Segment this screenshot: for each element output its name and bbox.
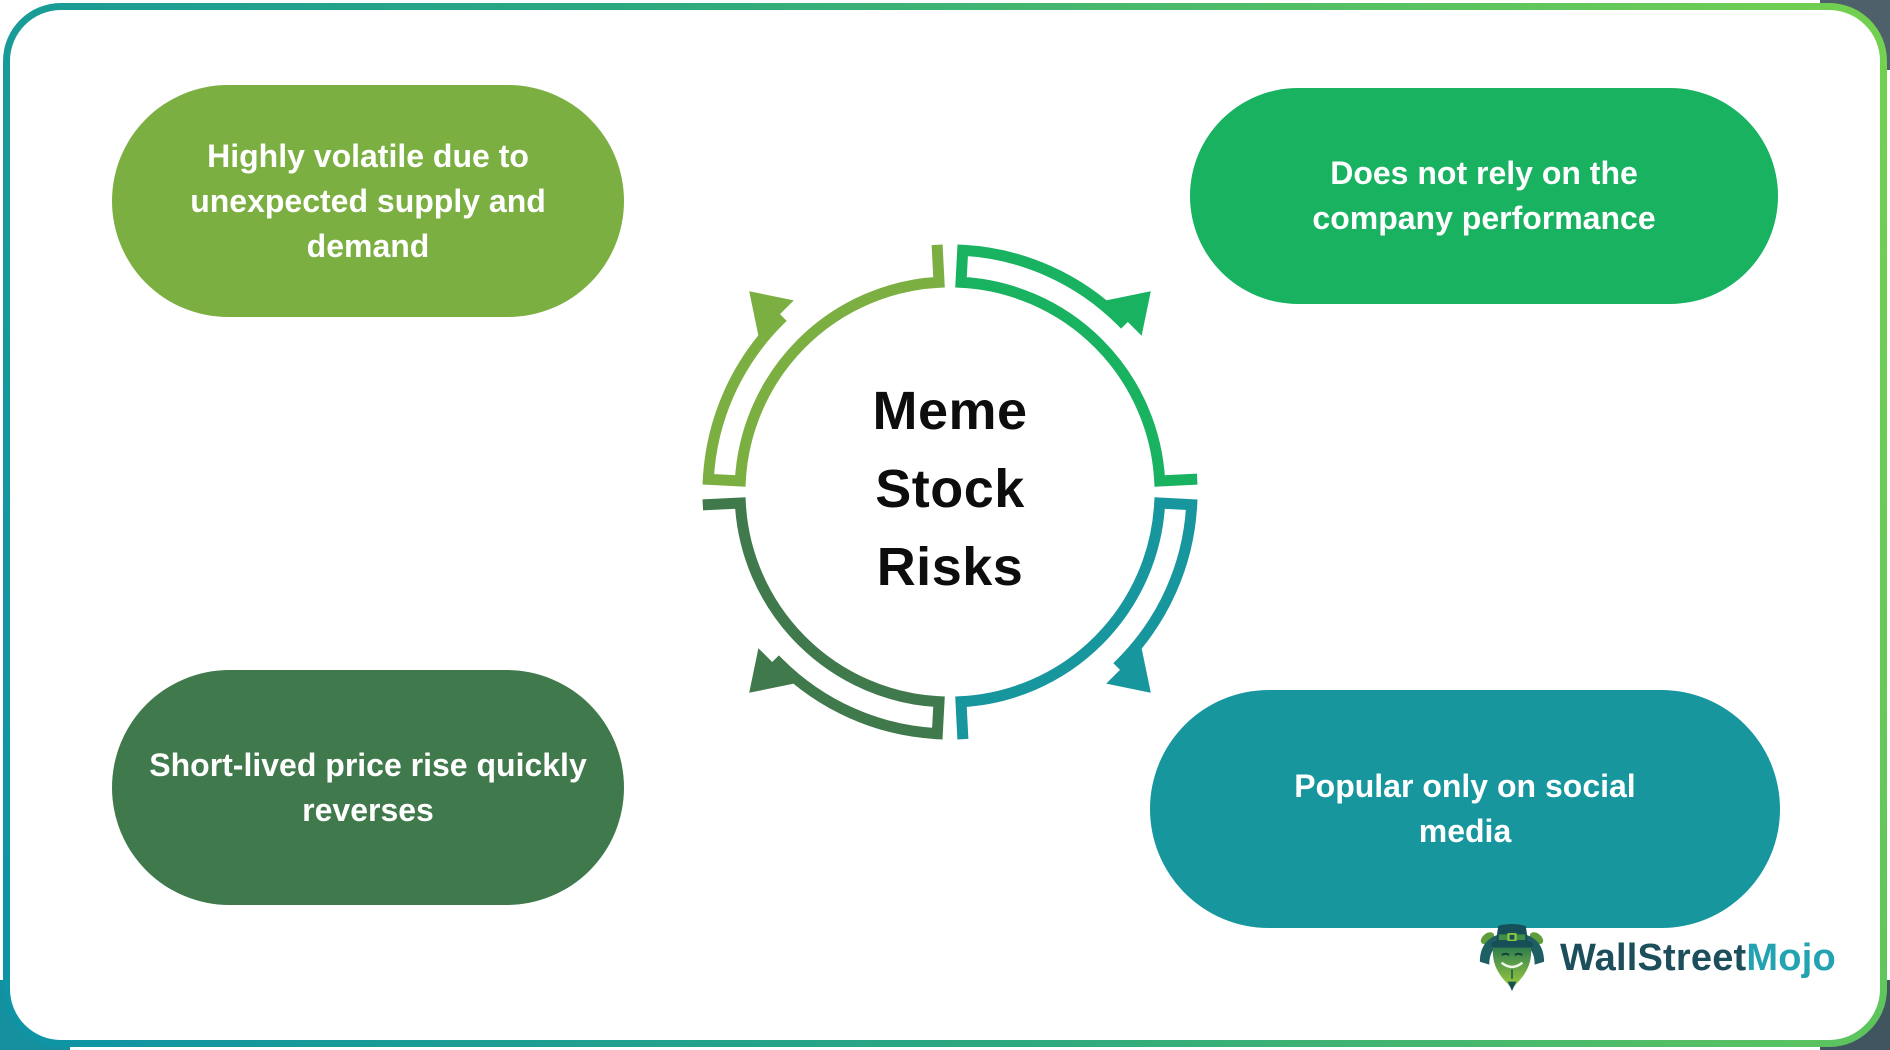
risk-box-top-right: Does not rely on the company performance: [1190, 88, 1778, 304]
bull-mascot-icon: [1479, 924, 1545, 992]
brand-name-accent: Mojo: [1746, 936, 1836, 979]
diagram-title-line-2: Stock: [875, 459, 1025, 519]
diagram-title-line-1: Meme: [872, 381, 1028, 441]
risk-box-top-left: Highly volatile due to unexpected supply…: [112, 85, 624, 317]
wallstreetmojo-logo: WallStreetMojo: [1478, 922, 1836, 994]
brand-name: WallStreetMojo: [1560, 937, 1836, 980]
brand-name-primary: WallStreet: [1560, 936, 1747, 979]
risk-box-top-left-label: Highly volatile due to unexpected supply…: [190, 137, 546, 264]
diagram-title: Meme Stock Risks: [750, 372, 1150, 606]
risk-box-bottom-left: Short-lived price rise quickly reverses: [112, 670, 624, 905]
risk-box-bottom-right-label: Popular only on social media: [1294, 768, 1636, 849]
risk-box-top-right-label: Does not rely on the company performance: [1312, 155, 1656, 236]
risk-box-bottom-right: Popular only on social media: [1150, 690, 1780, 928]
risk-box-bottom-left-label: Short-lived price rise quickly reverses: [149, 746, 587, 828]
diagram-title-line-3: Risks: [876, 537, 1024, 597]
